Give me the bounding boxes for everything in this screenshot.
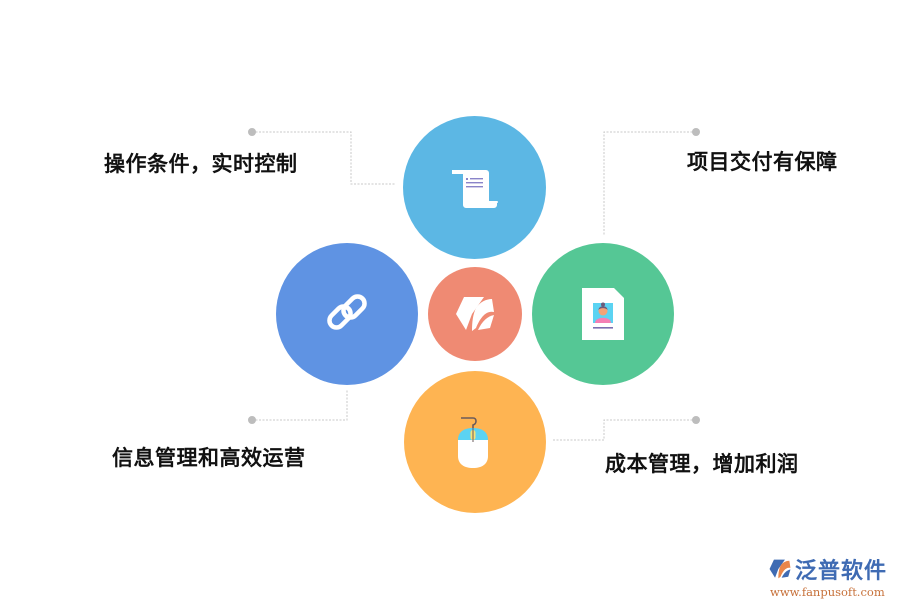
center-circle — [428, 267, 522, 361]
watermark-brand: 泛普软件 — [768, 553, 896, 585]
chain-link-icon — [327, 294, 367, 330]
node-bottom-circle — [404, 371, 546, 513]
label-info-management: 信息管理和高效运营 — [112, 446, 306, 470]
computer-mouse-icon — [458, 417, 488, 468]
connector-dot-bottom-right — [692, 416, 700, 424]
watermark-url: www.fanpusoft.com — [770, 585, 885, 599]
node-left-circle — [276, 243, 418, 385]
watermark-logo: 泛普软件 www.fanpusoft.com — [768, 553, 896, 599]
scroll-document-icon — [451, 169, 498, 208]
label-operation-control: 操作条件，实时控制 — [104, 152, 298, 176]
connector-dot-top-right — [692, 128, 700, 136]
watermark-brand-name: 泛普软件 — [795, 559, 888, 584]
connector-dot-bottom-left — [248, 416, 256, 424]
node-top-circle — [403, 116, 546, 259]
brand-logo-icon — [769, 559, 791, 579]
node-right-circle — [532, 243, 674, 385]
brand-hexagon-icon — [456, 297, 494, 331]
connector-dot-top-left — [248, 128, 256, 136]
label-project-delivery: 项目交付有保障 — [687, 150, 838, 174]
label-cost-management: 成本管理，增加利润 — [605, 452, 799, 476]
id-photo-document-icon — [582, 288, 624, 340]
